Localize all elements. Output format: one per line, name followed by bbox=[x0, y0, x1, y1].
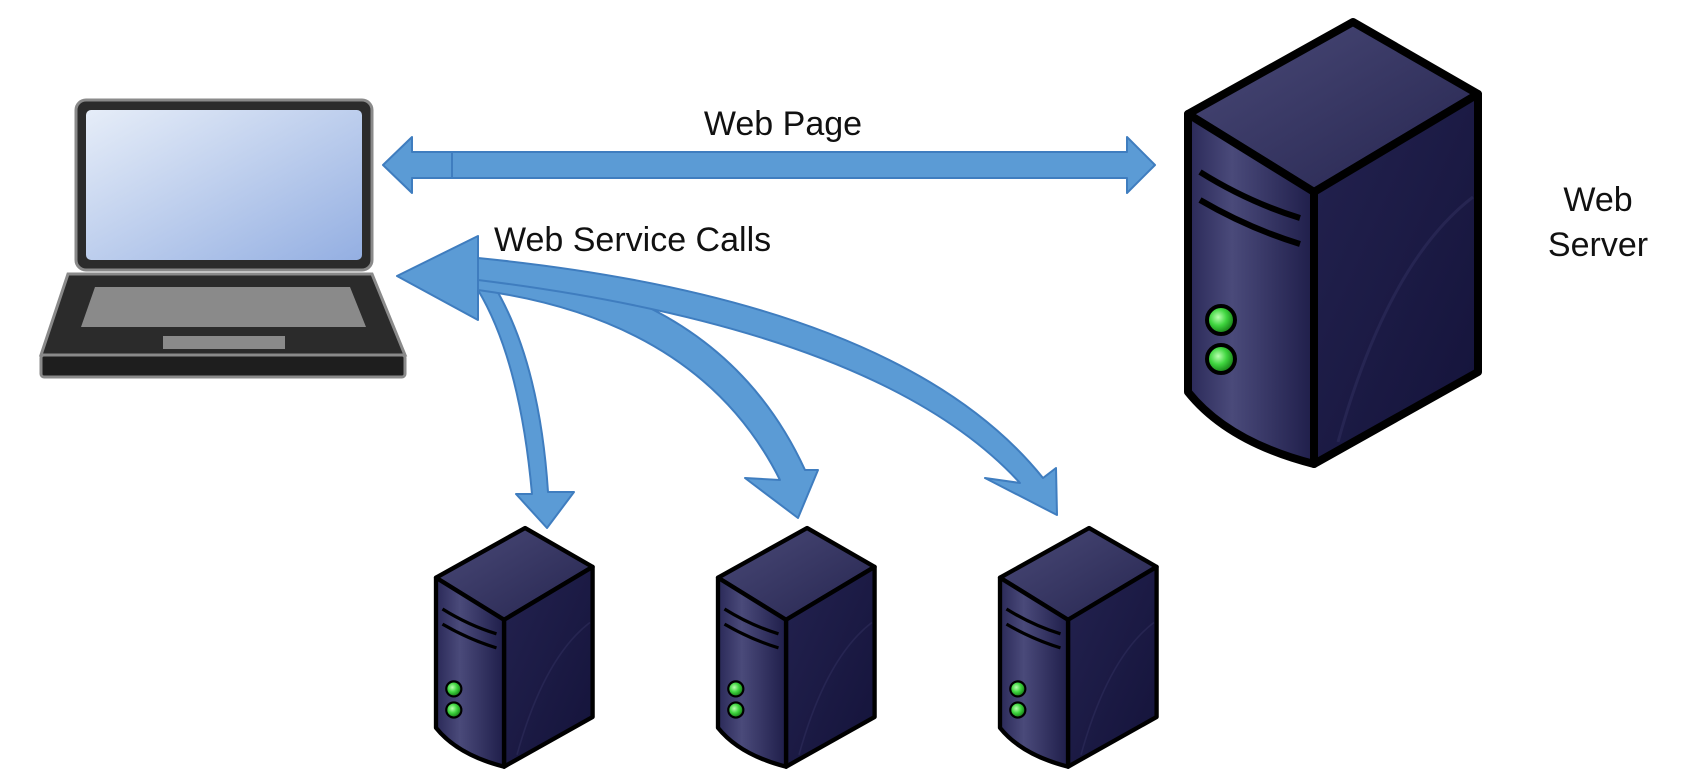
web-page-label: Web Page bbox=[704, 105, 862, 143]
web-service-calls-arrows bbox=[396, 235, 1058, 529]
web-service-calls-label: Web Service Calls bbox=[494, 221, 771, 259]
laptop-icon bbox=[38, 98, 408, 379]
web-server-label-line2: Server bbox=[1548, 226, 1648, 264]
web-server-label-line1: Web bbox=[1563, 181, 1632, 219]
service-server-icon bbox=[718, 528, 875, 767]
web-page-arrow bbox=[382, 136, 1156, 194]
web-server-icon bbox=[1188, 22, 1478, 464]
service-server-icon bbox=[436, 528, 593, 767]
service-server-icon bbox=[1000, 528, 1157, 767]
